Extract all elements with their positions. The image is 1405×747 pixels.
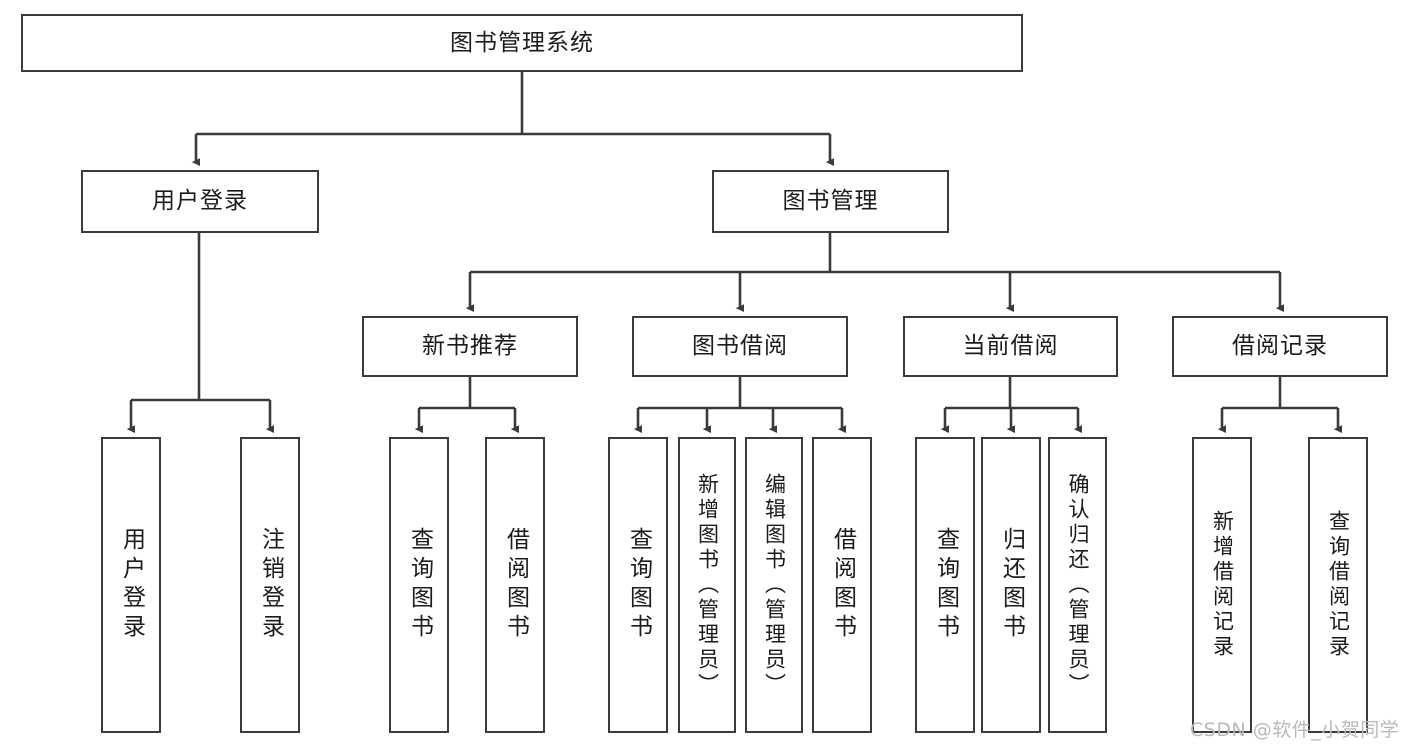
leaf-current-borrow-confirm-return-admin[interactable]: 确认归还（管理员）	[1048, 437, 1107, 733]
node-label: 用户登录	[152, 188, 248, 215]
node-book-management[interactable]: 图书管理	[712, 170, 949, 233]
csdn-watermark: CSDN @软件_小贺同学	[1190, 719, 1400, 741]
leaf-user-login-logout[interactable]: 注销登录	[240, 437, 300, 733]
node-root-book-management-system[interactable]: 图书管理系统	[21, 14, 1023, 72]
leaf-label: 查询图书	[625, 527, 652, 643]
node-borrow-record[interactable]: 借阅记录	[1172, 316, 1388, 377]
leaf-label: 借阅图书	[502, 527, 529, 643]
node-current-borrow[interactable]: 当前借阅	[903, 316, 1118, 377]
node-label: 新书推荐	[422, 333, 518, 360]
leaf-label: 借阅图书	[829, 527, 856, 643]
leaf-book-borrow-borrow-book[interactable]: 借阅图书	[812, 437, 872, 733]
leaf-label: 编辑图书（管理员）	[762, 472, 787, 698]
node-user-login[interactable]: 用户登录	[81, 170, 319, 233]
leaf-user-login-login[interactable]: 用户登录	[101, 437, 161, 733]
leaf-label: 新增借阅记录	[1210, 510, 1235, 660]
node-label: 借阅记录	[1232, 333, 1328, 360]
leaf-label: 查询图书	[406, 527, 433, 643]
leaf-current-borrow-return-book[interactable]: 归还图书	[981, 437, 1041, 733]
leaf-borrow-record-query-record[interactable]: 查询借阅记录	[1308, 437, 1368, 733]
node-label: 图书借阅	[692, 333, 788, 360]
leaf-label: 新增图书（管理员）	[695, 472, 720, 698]
leaf-label: 归还图书	[998, 527, 1025, 643]
leaf-label: 注销登录	[257, 527, 284, 643]
leaf-label: 查询图书	[932, 527, 959, 643]
leaf-book-borrow-query-book[interactable]: 查询图书	[608, 437, 668, 733]
leaf-label: 用户登录	[118, 527, 145, 643]
leaf-new-book-borrow-book[interactable]: 借阅图书	[485, 437, 545, 733]
leaf-label: 确认归还（管理员）	[1066, 472, 1090, 698]
leaf-book-borrow-add-book-admin[interactable]: 新增图书（管理员）	[678, 437, 736, 733]
leaf-label: 查询借阅记录	[1326, 510, 1351, 660]
leaf-borrow-record-add-record[interactable]: 新增借阅记录	[1192, 437, 1252, 733]
leaf-current-borrow-query-book[interactable]: 查询图书	[915, 437, 975, 733]
leaf-new-book-query-book[interactable]: 查询图书	[389, 437, 449, 733]
node-label: 当前借阅	[962, 333, 1059, 360]
leaf-book-borrow-edit-book-admin[interactable]: 编辑图书（管理员）	[745, 437, 803, 733]
node-label: 图书管理	[782, 188, 879, 215]
node-label: 图书管理系统	[450, 29, 594, 56]
node-new-book-recommend[interactable]: 新书推荐	[362, 316, 578, 377]
node-book-borrow[interactable]: 图书借阅	[632, 316, 848, 377]
